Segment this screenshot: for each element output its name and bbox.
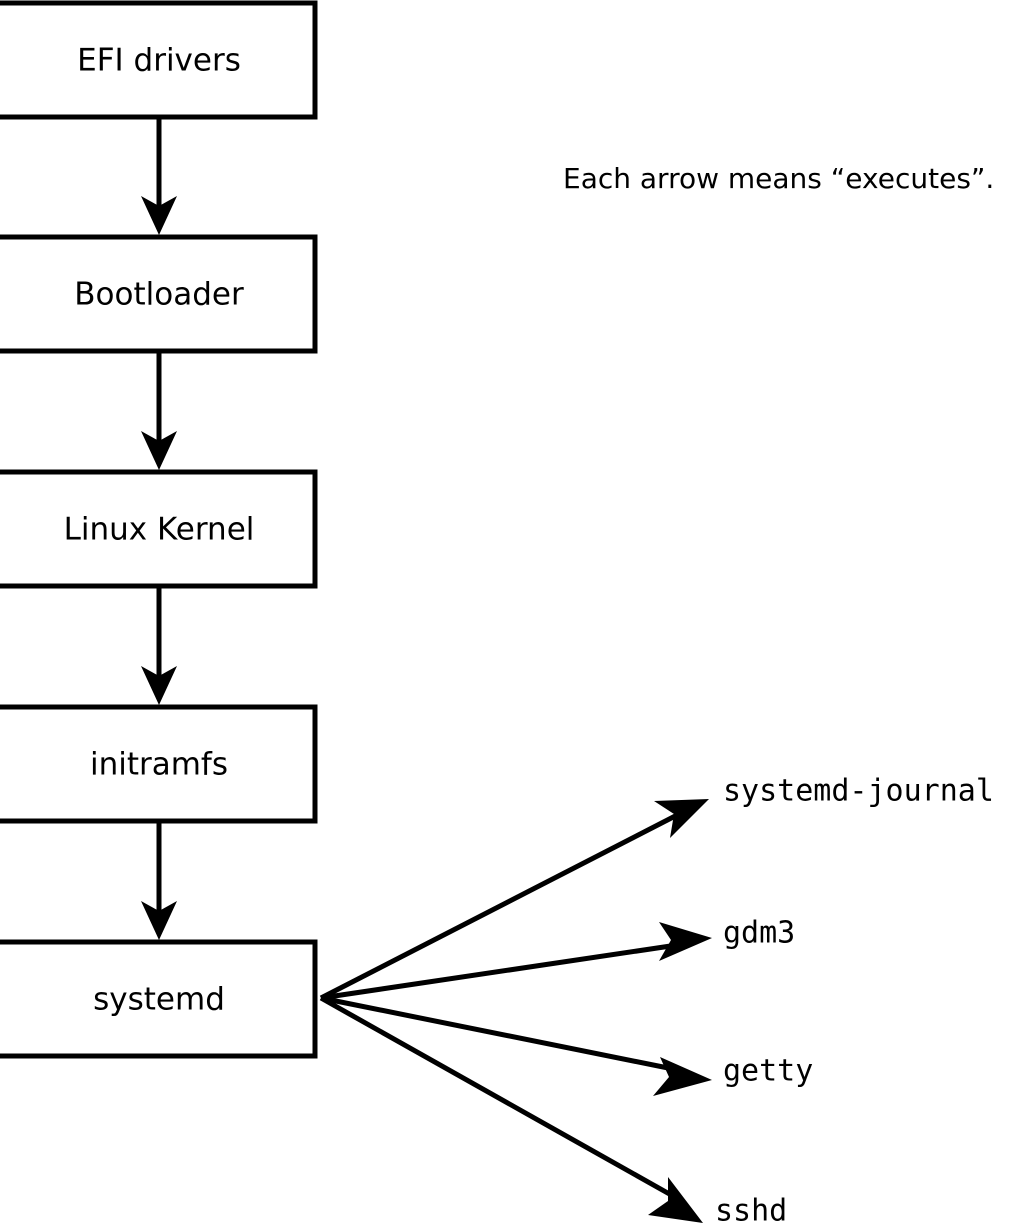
- arrowhead-diagonal-icon: [654, 799, 709, 838]
- node-bootloader-label: Bootloader: [74, 277, 244, 313]
- node-initramfs-label: initramfs: [90, 747, 228, 783]
- node-efi-drivers[interactable]: EFI drivers: [0, 0, 318, 120]
- node-efi-drivers-box: [0, 0, 318, 120]
- arrowhead-down-icon: [141, 431, 177, 470]
- node-bootloader-box: [0, 234, 318, 354]
- node-linux-kernel[interactable]: Linux Kernel: [0, 469, 318, 589]
- edge-systemd-to-gdm3: [320, 922, 712, 1001]
- node-systemd[interactable]: systemd: [0, 939, 318, 1059]
- arrowhead-down-icon: [141, 196, 177, 235]
- node-systemd-label: systemd: [93, 982, 225, 1018]
- edge-systemd-to-systemd-journal: [319, 799, 709, 1001]
- edge-systemd-to-sshd: [319, 995, 703, 1223]
- leaf-label-gdm3: gdm3: [723, 916, 795, 951]
- arrowhead-down-icon: [141, 901, 177, 940]
- node-bootloader[interactable]: Bootloader: [0, 234, 318, 354]
- node-initramfs-box: [0, 704, 318, 824]
- arrowhead-diagonal-icon: [653, 1057, 712, 1096]
- edge-systemd-to-getty: [320, 995, 712, 1096]
- edge-systemd-to-systemd-journal-line: [319, 809, 685, 1001]
- edge-linux-kernel-to-initramfs: [141, 588, 177, 705]
- leaf-label-systemd-journal: systemd-journal: [723, 774, 994, 809]
- leaf-label-getty: getty: [723, 1054, 813, 1089]
- edge-systemd-to-sshd-line: [319, 995, 675, 1199]
- node-systemd-box: [0, 939, 318, 1059]
- node-linux-kernel-box: [0, 469, 318, 589]
- node-efi-drivers-label: EFI drivers: [77, 43, 241, 79]
- leaf-label-sshd: sshd: [715, 1194, 787, 1229]
- arrowhead-down-icon: [141, 666, 177, 705]
- node-initramfs[interactable]: initramfs: [0, 704, 318, 824]
- edge-systemd-to-gdm3-line: [320, 941, 685, 1001]
- edge-initramfs-to-systemd: [141, 823, 177, 940]
- arrowhead-diagonal-icon: [648, 1177, 703, 1223]
- edge-systemd-to-getty-line: [320, 995, 684, 1074]
- node-linux-kernel-label: Linux Kernel: [64, 512, 255, 548]
- edge-efi-drivers-to-bootloader: [141, 119, 177, 235]
- legend-text: Each arrow means “executes”.: [563, 162, 994, 195]
- arrowhead-diagonal-icon: [659, 922, 712, 961]
- edge-bootloader-to-linux-kernel: [141, 353, 177, 470]
